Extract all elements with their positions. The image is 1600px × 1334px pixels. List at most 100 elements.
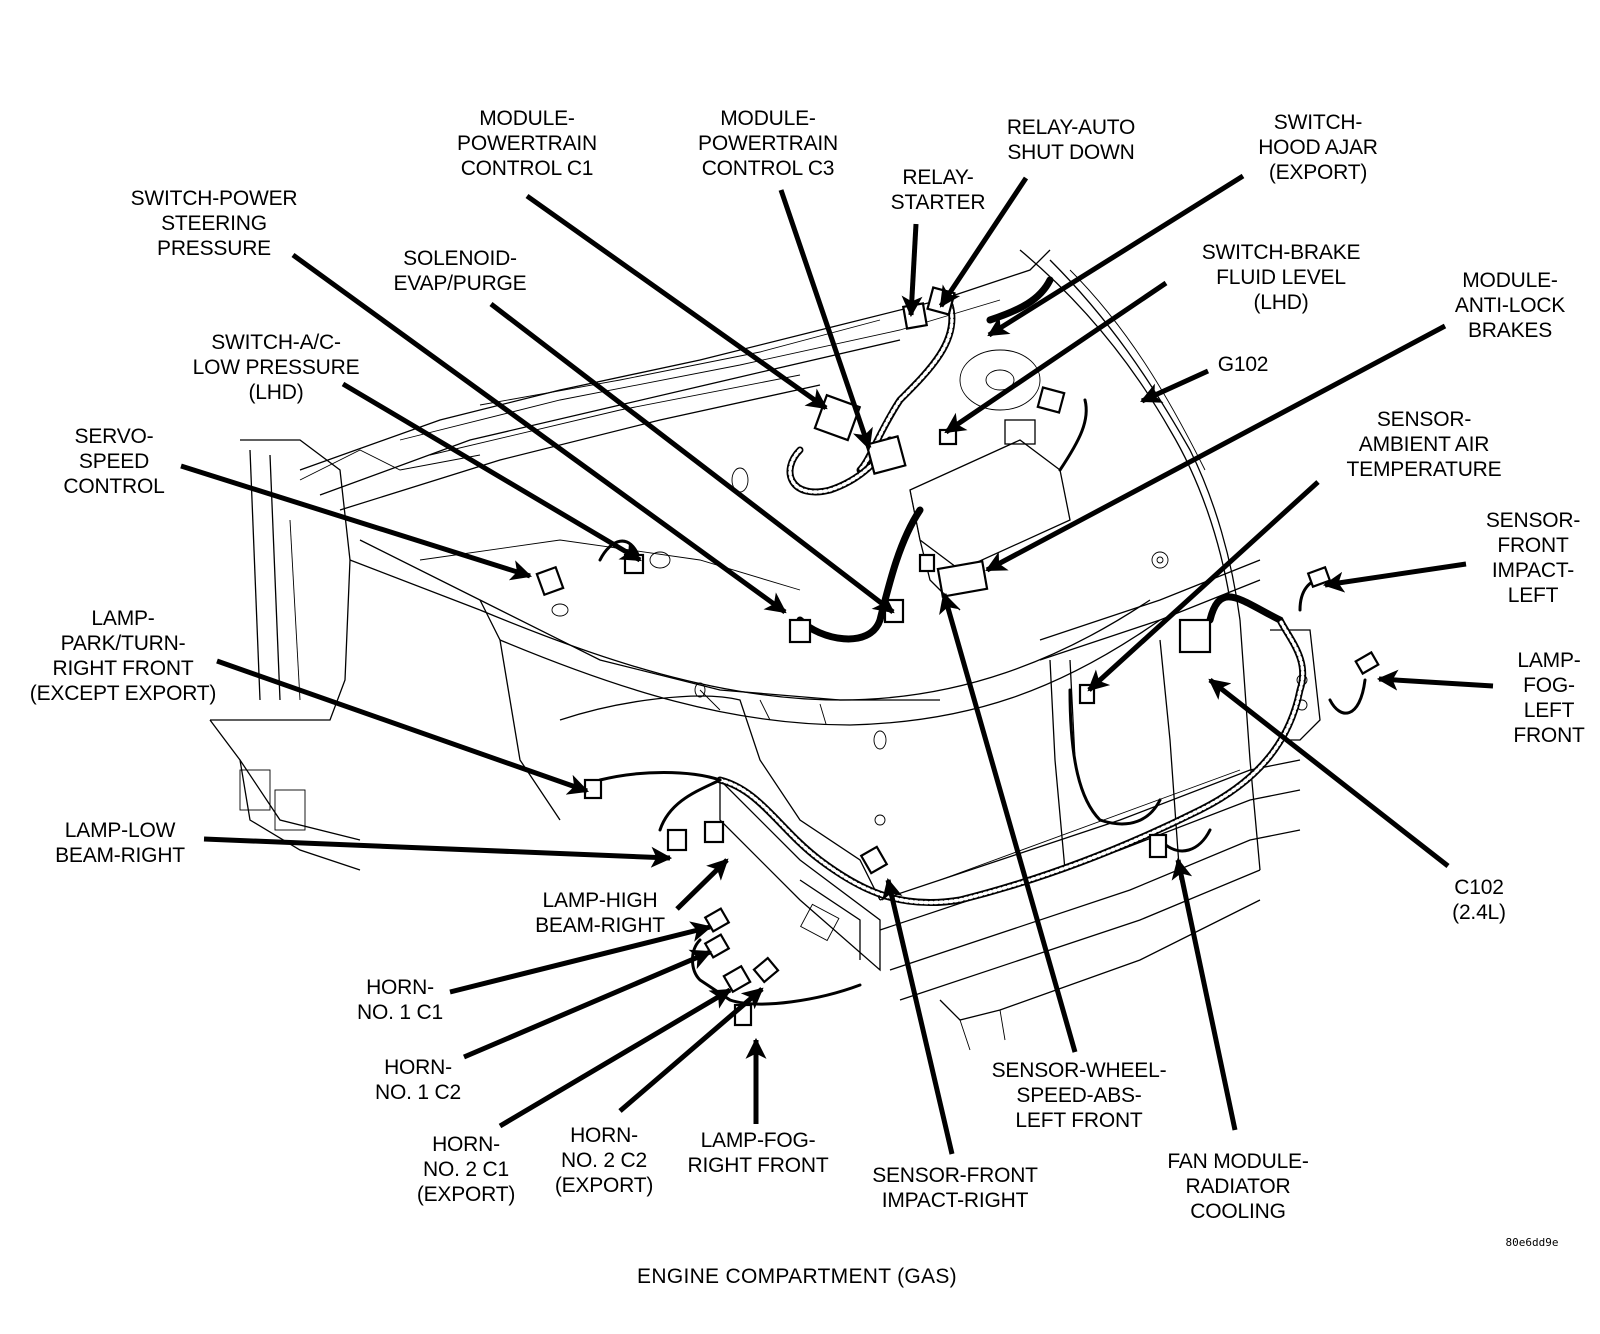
label-line: POWERTRAIN: [457, 132, 597, 155]
label-line: LAMP-LOW: [64, 819, 176, 842]
label-line: (2.4L): [1452, 901, 1506, 924]
leader-module-powertrain-control-c3: [778, 189, 873, 450]
label-line: BRAKES: [1468, 319, 1552, 342]
label-c102: C102 (2.4L): [1452, 875, 1506, 925]
leader-sensor-ambient-air-temperature: [1087, 480, 1320, 692]
label-line: LEFT: [1523, 699, 1575, 722]
leader-switch-power-steering-pressure: [291, 252, 787, 615]
label-line: SENSOR-WHEEL-: [991, 1059, 1167, 1082]
label-line: TEMPERATURE: [1346, 458, 1502, 481]
label-switch-power-steering-pressure: SWITCH-POWER STEERING PRESSURE: [131, 186, 298, 261]
leader-relay-starter: [901, 223, 923, 318]
label-line: (EXCEPT EXPORT): [29, 682, 217, 705]
leader-switch-brake-fluid-level: [944, 280, 1168, 435]
label-line: RIGHT FRONT: [687, 1154, 829, 1177]
label-line: C102: [1454, 876, 1504, 899]
label-horn-no1-c1: HORN- NO. 1 C1: [357, 975, 443, 1025]
leader-horn-no2-c1: [498, 987, 732, 1129]
label-line: FOG-: [1523, 674, 1575, 697]
label-line: SERVO-: [74, 425, 154, 448]
leader-sensor-front-impact-right: [882, 877, 955, 1155]
leader-sensor-wheel-speed-abs-left-front: [939, 591, 1078, 1053]
label-module-anti-lock-brakes: MODULE- ANTI-LOCK BRAKES: [1455, 268, 1565, 343]
leader-horn-no1-c2: [463, 949, 712, 1060]
leader-lamp-park-turn-right-front: [216, 658, 589, 795]
label-line: (EXPORT): [1268, 161, 1368, 184]
label-line: MODULE-: [1462, 269, 1558, 292]
label-line: NO. 2 C1: [423, 1158, 509, 1181]
label-line: SPEED-ABS-: [1016, 1084, 1142, 1107]
label-line: SOLENOID-: [403, 247, 517, 270]
label-line: SHUT DOWN: [1007, 141, 1135, 164]
label-line: PRESSURE: [157, 237, 271, 260]
label-relay-auto-shut-down: RELAY-AUTO SHUT DOWN: [1006, 115, 1136, 165]
label-line: HORN-: [570, 1124, 638, 1147]
label-servo-speed-control: SERVO- SPEED CONTROL: [63, 424, 164, 499]
leader-servo-speed-control: [180, 463, 533, 581]
label-line: SPEED: [78, 450, 150, 473]
label-line: HORN-: [432, 1133, 500, 1156]
figure-code: 80e6dd9e: [1505, 1236, 1559, 1249]
label-line: ANTI-LOCK: [1454, 294, 1566, 317]
leader-g102: [1140, 368, 1210, 404]
leader-switch-hood-ajar: [987, 173, 1245, 338]
label-g102: G102: [1218, 352, 1269, 377]
label-line: COOLING: [1190, 1200, 1286, 1223]
label-line: BEAM-RIGHT: [535, 914, 665, 937]
leader-solenoid-evap-purge: [489, 302, 895, 614]
leader-c102: [1208, 678, 1450, 868]
label-line: (LHD): [1253, 291, 1309, 314]
label-line: NO. 1 C2: [375, 1081, 461, 1104]
label-horn-no2-c1: HORN- NO. 2 C1 (EXPORT): [417, 1132, 516, 1207]
label-line: IMPACT-: [1491, 559, 1575, 582]
label-module-powertrain-control-c3: MODULE- POWERTRAIN CONTROL C3: [698, 106, 838, 181]
label-line: SENSOR-: [1485, 509, 1581, 532]
label-line: SWITCH-BRAKE: [1201, 241, 1361, 264]
label-horn-no1-c2: HORN- NO. 1 C2: [375, 1055, 461, 1105]
label-line: (EXPORT): [554, 1174, 654, 1197]
label-line: RELAY-AUTO: [1006, 116, 1136, 139]
label-line: AMBIENT AIR: [1358, 433, 1490, 456]
leader-horn-no2-c2: [618, 987, 764, 1113]
label-lamp-fog-right-front: LAMP-FOG- RIGHT FRONT: [688, 1128, 829, 1178]
leader-lamp-fog-left-front: [1376, 669, 1494, 691]
label-relay-starter: RELAY- STARTER: [891, 165, 986, 215]
label-line: NO. 1 C1: [357, 1001, 443, 1024]
callout-leaders: [180, 173, 1494, 1155]
label-lamp-fog-left-front: LAMP- FOG- LEFT FRONT: [1513, 648, 1585, 748]
label-line: FLUID LEVEL: [1216, 266, 1346, 289]
diagram-title: ENGINE COMPARTMENT (GAS): [637, 1265, 957, 1288]
leader-lamp-low-beam-right: [203, 836, 673, 868]
label-line: LEFT FRONT: [1015, 1109, 1143, 1132]
label-line: FRONT: [1497, 534, 1569, 557]
leader-module-anti-lock-brakes: [985, 323, 1447, 573]
leader-horn-no1-c1: [449, 921, 713, 995]
leader-lamp-high-beam-right: [675, 858, 729, 911]
label-line: SWITCH-: [1273, 111, 1363, 134]
label-line: MODULE-: [479, 107, 575, 130]
label-sensor-ambient-air-temperature: SENSOR- AMBIENT AIR TEMPERATURE: [1347, 407, 1502, 482]
label-line: SENSOR-: [1376, 408, 1472, 431]
label-line: LEFT: [1507, 584, 1559, 607]
label-module-powertrain-control-c1: MODULE- POWERTRAIN CONTROL C1: [457, 106, 597, 181]
label-switch-brake-fluid-level: SWITCH-BRAKE FLUID LEVEL (LHD): [1202, 240, 1361, 315]
label-line: LAMP-: [1517, 649, 1581, 672]
label-line: NO. 2 C2: [561, 1149, 647, 1172]
label-sensor-front-impact-right: SENSOR-FRONT IMPACT-RIGHT: [872, 1163, 1038, 1213]
label-line: STARTER: [890, 191, 986, 214]
label-line: FRONT: [1513, 724, 1585, 747]
label-line: HORN-: [384, 1056, 452, 1079]
label-switch-ac-low-pressure: SWITCH-A/C- LOW PRESSURE (LHD): [193, 330, 360, 405]
label-line: SWITCH-A/C-: [211, 331, 341, 354]
label-line: PARK/TURN-: [60, 632, 186, 655]
label-fan-module-radiator-cooling: FAN MODULE- RADIATOR COOLING: [1167, 1149, 1309, 1224]
label-sensor-front-impact-left: SENSOR- FRONT IMPACT- LEFT: [1486, 508, 1580, 608]
label-solenoid-evap-purge: SOLENOID- EVAP/PURGE: [394, 246, 527, 296]
label-line: RIGHT FRONT: [52, 657, 194, 680]
label-line: (LHD): [248, 381, 304, 404]
label-line: LAMP-HIGH: [542, 889, 658, 912]
label-line: HOOD AJAR: [1258, 136, 1378, 159]
label-line: CONTROL C3: [701, 157, 835, 180]
label-line: EVAP/PURGE: [393, 272, 527, 295]
label-line: LOW PRESSURE: [192, 356, 360, 379]
